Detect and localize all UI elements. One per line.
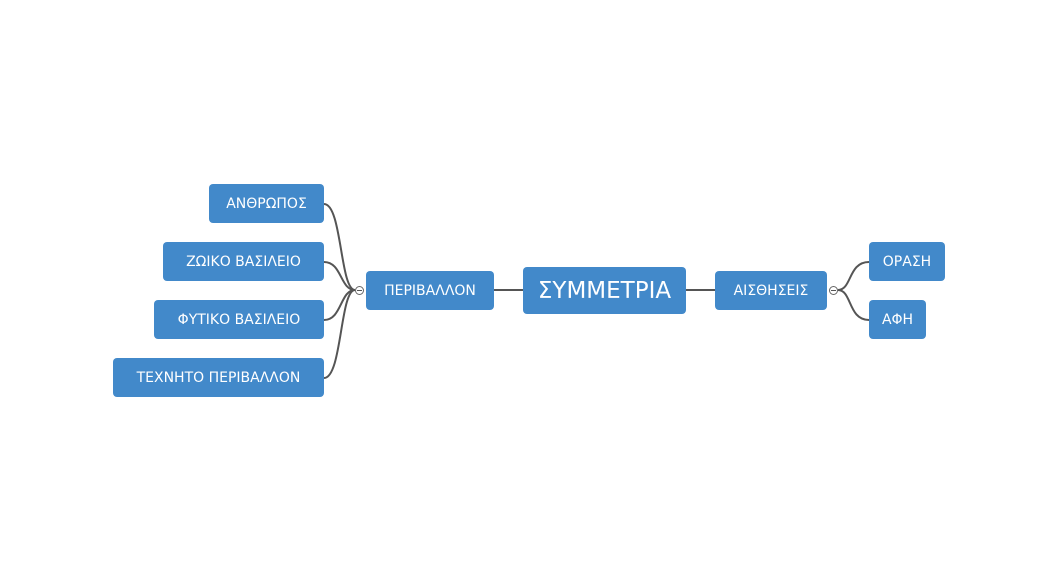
connector-afi <box>837 289 870 321</box>
branch-node-periballon[interactable]: ΠΕΡΙΒΑΛΛΟΝ <box>366 271 494 310</box>
branch-node-aisthiseis[interactable]: ΑΙΣΘΗΣΕΙΣ <box>715 271 827 310</box>
root-node[interactable]: ΣΥΜΜΕΤΡΙΑ <box>523 267 686 314</box>
connector-texnito <box>323 289 356 379</box>
leaf-node-afi[interactable]: ΑΦΗ <box>869 300 926 339</box>
leaf-node-fytiko-vasileio[interactable]: ΦΥΤΙΚΟ ΒΑΣΙΛΕΙΟ <box>154 300 324 339</box>
collapse-right-toggle-icon[interactable] <box>829 286 838 295</box>
leaf-node-texnito-periballon[interactable]: ΤΕΧΝΗΤΟ ΠΕΡΙΒΑΛΛΟΝ <box>113 358 324 397</box>
leaf-node-anthropos[interactable]: ΑΝΘΡΩΠΟΣ <box>209 184 324 223</box>
leaf-node-orasi[interactable]: ΟΡΑΣΗ <box>869 242 945 281</box>
collapse-left-toggle-icon[interactable] <box>355 286 364 295</box>
connector-anthropos <box>323 203 356 291</box>
leaf-node-zoiko-vasileio[interactable]: ΖΩΙΚΟ ΒΑΣΙΛΕΙΟ <box>163 242 324 281</box>
connector-zoiko <box>323 261 356 291</box>
connector-orasi <box>837 261 870 291</box>
